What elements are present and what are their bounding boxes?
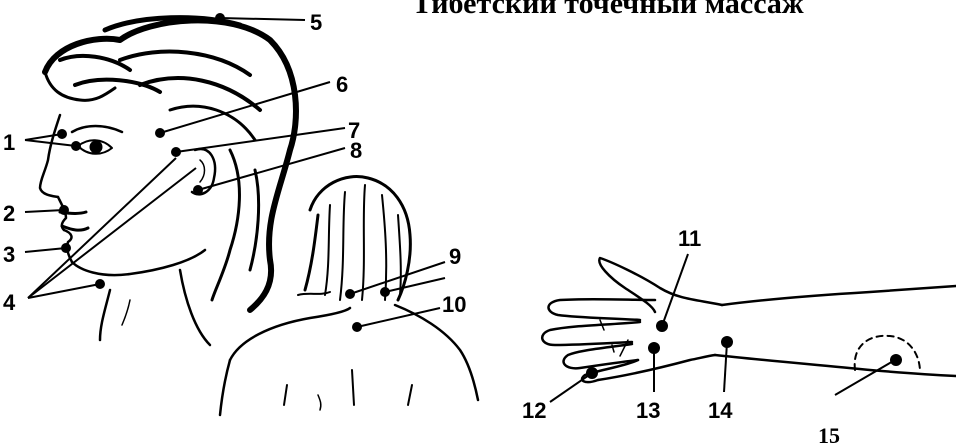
point-2-dot: [59, 205, 69, 215]
point-3-dot: [61, 243, 71, 253]
label-9: 9: [449, 244, 461, 269]
point-12-dot: [586, 367, 598, 379]
point-11-dot: [656, 320, 668, 332]
point-1a-dot: [57, 129, 67, 139]
point-number-labels: 1 2 3 4 5 6 7 8 9 10 11 12 13 14 15: [3, 10, 840, 448]
point-5-dot: [215, 13, 225, 23]
point-10-dot: [352, 322, 362, 332]
label-12: 12: [522, 398, 546, 423]
label-8: 8: [350, 138, 362, 163]
point-4a-dot: [95, 279, 105, 289]
label-14: 14: [708, 398, 733, 423]
point-1b-dot: [71, 141, 81, 151]
point-9b-dot: [380, 287, 390, 297]
leader-lines: [25, 18, 895, 402]
label-10: 10: [442, 292, 466, 317]
label-11: 11: [678, 226, 701, 251]
point-14-dot: [721, 336, 733, 348]
label-4: 4: [3, 290, 16, 315]
head-profile-drawing: [40, 18, 296, 345]
point-6-dot: [155, 128, 165, 138]
label-1: 1: [3, 130, 15, 155]
point-15-dot: [890, 354, 902, 366]
massage-points: [57, 13, 902, 379]
label-13: 13: [636, 398, 660, 423]
label-6: 6: [336, 72, 348, 97]
label-5: 5: [310, 10, 322, 35]
label-3: 3: [3, 242, 15, 267]
point-7-dot: [171, 147, 181, 157]
point-13-dot: [648, 342, 660, 354]
label-2: 2: [3, 201, 15, 226]
label-15: 15: [818, 423, 840, 448]
point-8-dot: [193, 185, 203, 195]
point-9a-dot: [345, 289, 355, 299]
